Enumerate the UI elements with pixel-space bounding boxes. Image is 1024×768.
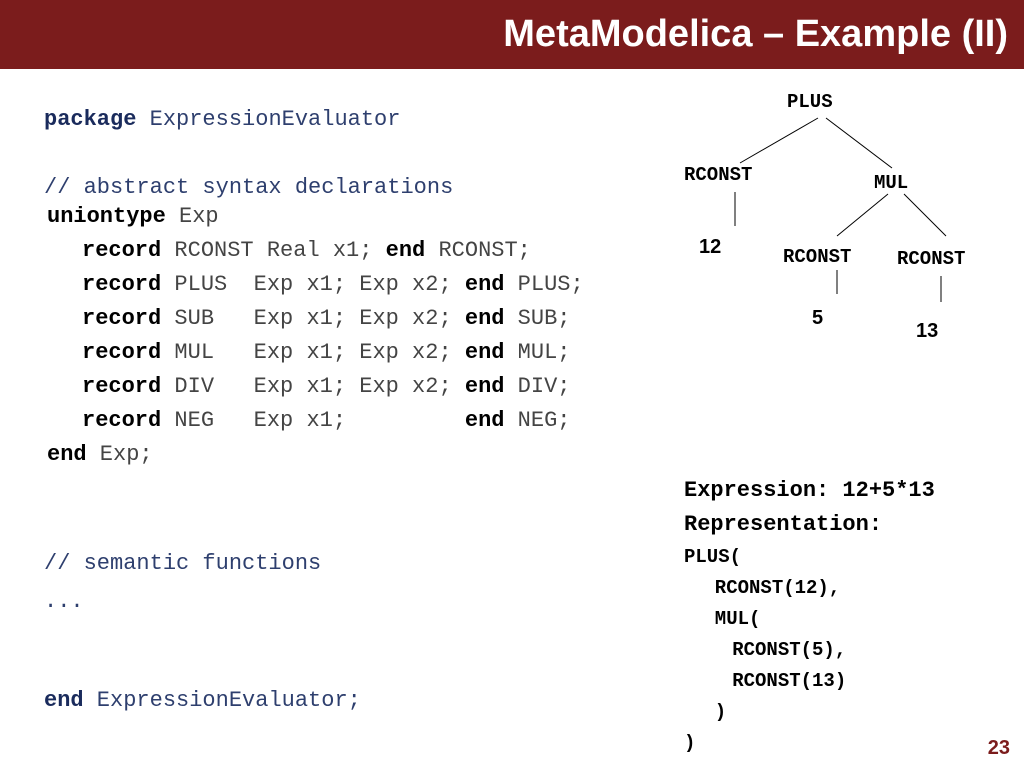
comment-abstract-syntax: // abstract syntax declarations — [44, 175, 454, 200]
representation-label: Representation: — [684, 512, 883, 537]
end-keyword: end — [44, 688, 84, 713]
record-end-name: NEG; — [504, 408, 571, 433]
end-keyword: end — [464, 272, 505, 297]
record-end-name: MUL; — [504, 340, 571, 365]
record-declaration: NEG Exp x1; — [161, 408, 465, 433]
record-end-name: DIV; — [504, 374, 571, 399]
record-declaration: RCONST Real x1; — [161, 238, 386, 263]
end-keyword: end — [47, 442, 87, 467]
tree-node-rconst: RCONST — [783, 246, 852, 268]
end-package-name: ExpressionEvaluator; — [83, 688, 361, 713]
code-line-package: package ExpressionEvaluator — [44, 103, 400, 137]
record-end-name: SUB; — [504, 306, 571, 331]
edge-plus-rconst — [739, 117, 819, 164]
tree-value-12: 12 — [699, 236, 722, 258]
tree-node-mul: MUL — [874, 172, 909, 194]
edge-mul-rconst-right — [903, 193, 947, 237]
code-line-end-exp: end Exp; — [47, 438, 153, 472]
code-line-uniontype: uniontype Exp — [47, 200, 219, 234]
representation-line: RCONST(13) — [698, 670, 847, 692]
record-line: record DIV Exp x1; Exp x2; end DIV; — [82, 370, 571, 404]
record-keyword: record — [82, 272, 162, 297]
package-keyword: package — [44, 107, 137, 132]
record-declaration: PLUS Exp x1; Exp x2; — [161, 272, 465, 297]
record-keyword: record — [82, 374, 162, 399]
page-number: 23 — [987, 737, 1010, 759]
edge-plus-mul — [825, 117, 893, 169]
end-keyword: end — [464, 306, 505, 331]
representation-line: ) — [692, 701, 727, 723]
record-declaration: SUB Exp x1; Exp x2; — [161, 306, 465, 331]
record-line: record RCONST Real x1; end RCONST; — [82, 234, 531, 268]
expression-line: Expression: 12+5*13 — [684, 478, 935, 503]
record-line: record NEG Exp x1; end NEG; — [82, 404, 571, 438]
representation-line: ) — [684, 732, 696, 754]
record-line: record SUB Exp x1; Exp x2; end SUB; — [82, 302, 571, 336]
slide-title: MetaModelica – Example (II) — [503, 13, 1008, 55]
comment-semantic-functions: // semantic functions — [44, 551, 322, 576]
tree-node-plus: PLUS — [787, 91, 833, 113]
representation-line: RCONST(5), — [698, 639, 847, 661]
record-keyword: record — [82, 238, 162, 263]
representation-line: RCONST(12), — [692, 577, 841, 599]
code-line-end-package: end ExpressionEvaluator; — [44, 684, 361, 718]
end-keyword: end — [464, 340, 505, 365]
tree-value-13: 13 — [916, 320, 939, 342]
end-exp-name: Exp; — [86, 442, 153, 467]
record-end-name: RCONST; — [425, 238, 531, 263]
tree-value-5: 5 — [812, 307, 824, 329]
record-declaration: MUL Exp x1; Exp x2; — [161, 340, 465, 365]
code-ellipsis: ... — [44, 589, 84, 614]
record-keyword: record — [82, 306, 162, 331]
end-keyword: end — [464, 408, 505, 433]
uniontype-keyword: uniontype — [47, 204, 166, 229]
uniontype-name: Exp — [165, 204, 219, 229]
representation-line: MUL( — [692, 608, 761, 630]
end-keyword: end — [385, 238, 426, 263]
record-keyword: record — [82, 340, 162, 365]
record-line: record PLUS Exp x1; Exp x2; end PLUS; — [82, 268, 584, 302]
tree-node-rconst: RCONST — [897, 248, 966, 270]
title-bar: MetaModelica – Example (II) — [0, 0, 1024, 69]
record-declaration: DIV Exp x1; Exp x2; — [161, 374, 465, 399]
edge-mul-rconst-left — [836, 193, 889, 237]
record-line: record MUL Exp x1; Exp x2; end MUL; — [82, 336, 571, 370]
record-keyword: record — [82, 408, 162, 433]
representation-line: PLUS( — [684, 546, 742, 568]
tree-node-rconst: RCONST — [684, 164, 753, 186]
package-name: ExpressionEvaluator — [136, 107, 401, 132]
record-end-name: PLUS; — [504, 272, 584, 297]
end-keyword: end — [464, 374, 505, 399]
